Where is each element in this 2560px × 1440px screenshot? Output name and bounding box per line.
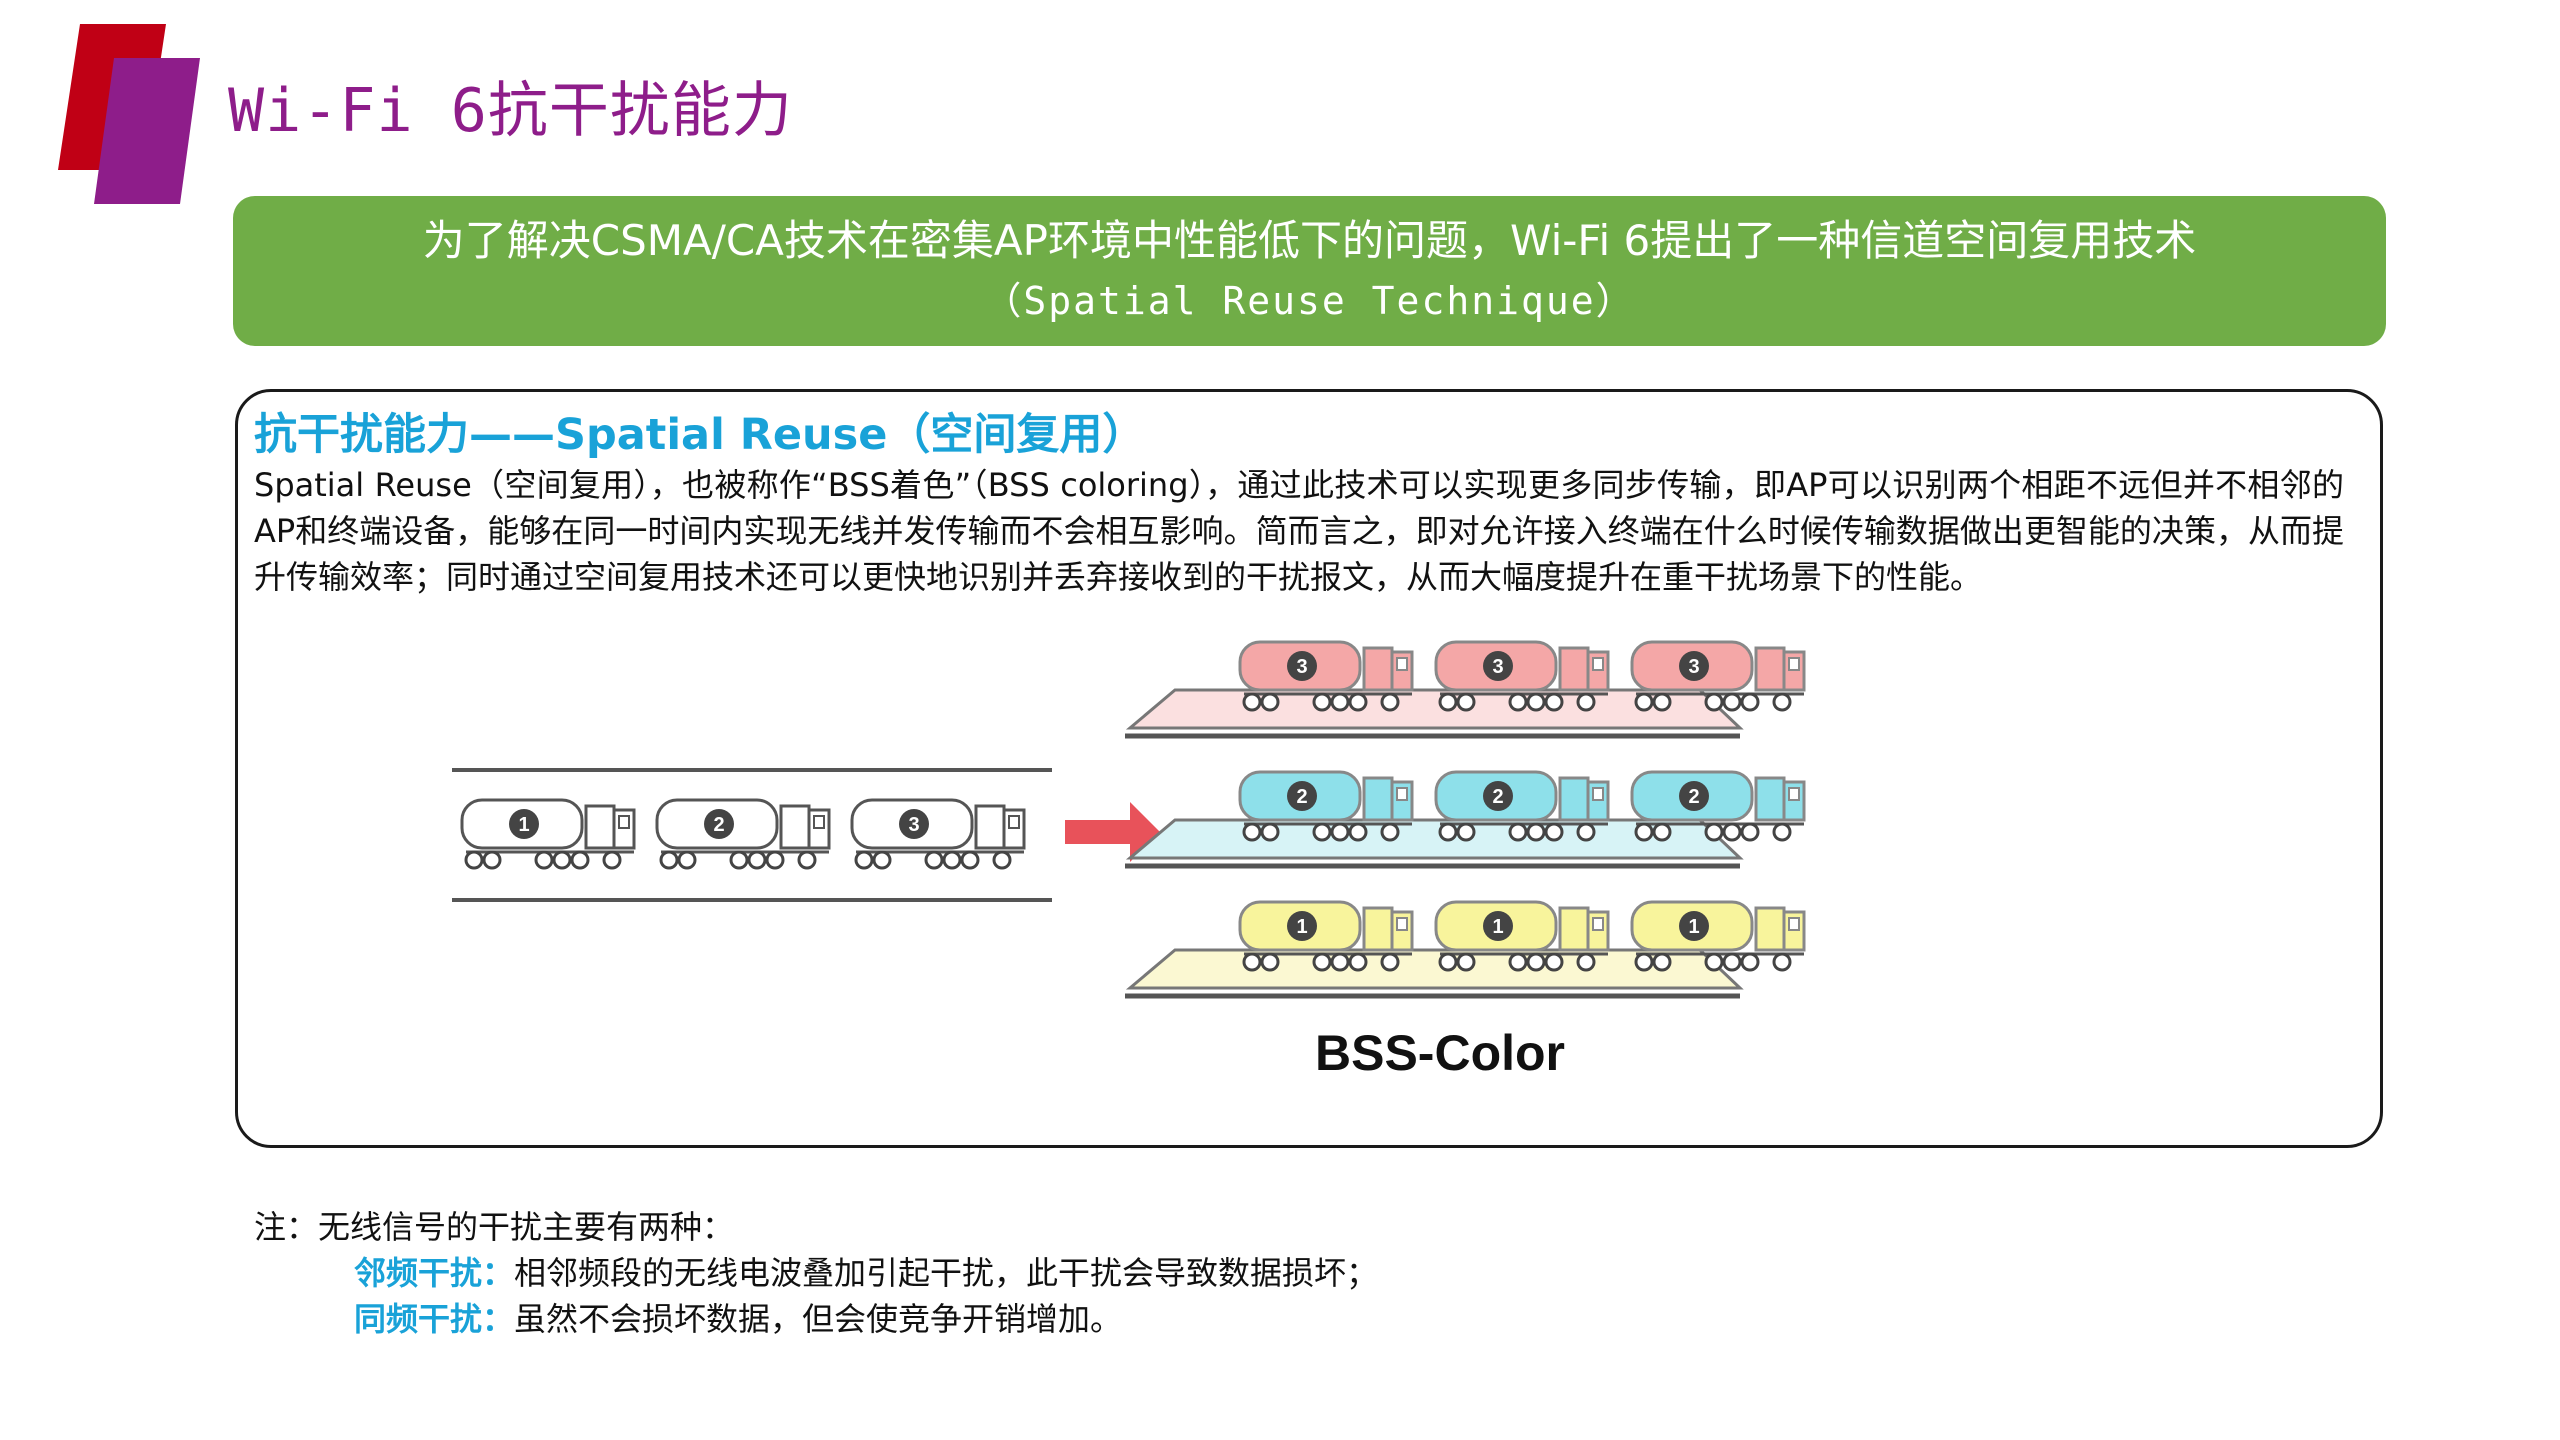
panel-heading: 抗干扰能力——Spatial Reuse（空间复用） (254, 410, 1146, 460)
notes-section: 注：无线信号的干扰主要有两种： 邻频干扰：相邻频段的无线电波叠加引起干扰，此干扰… (254, 1204, 1378, 1342)
truck-number: 3 (908, 814, 919, 836)
truck-number-badge: 3 (1679, 651, 1709, 681)
slide-title: Wi-Fi 6抗干扰能力 (228, 76, 793, 146)
truck-icon: 3 (850, 798, 1026, 870)
note-text: 虽然不会损坏数据，但会使竞争开销增加。 (514, 1300, 1123, 1338)
truck-icon: 2 (1434, 770, 1610, 842)
truck-icon: 2 (1630, 770, 1806, 842)
truck-number-badge: 1 (1483, 911, 1513, 941)
right-arrow-icon (1065, 802, 1160, 862)
truck-number: 1 (1688, 916, 1699, 938)
truck-number-badge: 1 (1287, 911, 1317, 941)
truck-icon: 2 (655, 798, 831, 870)
bss-color-diagram: 1 2 3 3 3 3 2 2 2 1 1 1 BSS-Color (452, 640, 1806, 1081)
truck-number: 2 (713, 814, 724, 836)
left-truck-group: 1 2 3 (460, 798, 1026, 870)
banner-line-2: （Spatial Reuse Technique） (983, 279, 1636, 323)
note-item-cochannel: 同频干扰：虽然不会损坏数据，但会使竞争开销增加。 (254, 1296, 1378, 1342)
truck-number-badge: 3 (899, 809, 929, 839)
truck-number-badge: 2 (1483, 781, 1513, 811)
notes-intro: 注：无线信号的干扰主要有两种： (254, 1208, 735, 1246)
truck-icon: 3 (1630, 640, 1806, 712)
bss-rows-group: 3 3 3 2 2 2 1 1 1 (1125, 640, 1806, 999)
bss-row-2: 2 2 2 (1125, 770, 1806, 869)
logo-mark (58, 24, 200, 204)
truck-icon: 1 (1238, 900, 1414, 972)
summary-banner: 为了解决CSMA/CA技术在密集AP环境中性能低下的问题，Wi-Fi 6提出了一… (233, 196, 2386, 346)
bss-row-1: 1 1 1 (1125, 900, 1806, 999)
truck-number: 3 (1688, 656, 1699, 678)
truck-number-badge: 2 (1287, 781, 1317, 811)
truck-number-badge: 3 (1287, 651, 1317, 681)
truck-icon: 3 (1434, 640, 1610, 712)
panel-body-text: Spatial Reuse（空间复用），也被称作“BSS着色”（BSS colo… (254, 466, 2344, 596)
truck-icon: 1 (460, 798, 636, 870)
truck-number: 1 (1296, 916, 1307, 938)
truck-number: 3 (1296, 656, 1307, 678)
truck-number: 2 (1296, 786, 1307, 808)
note-item-adjacent: 邻频干扰：相邻频段的无线电波叠加引起干扰，此干扰会导致数据损坏； (254, 1250, 1378, 1296)
note-text: 相邻频段的无线电波叠加引起干扰，此干扰会导致数据损坏； (514, 1254, 1379, 1292)
diagram-caption: BSS-Color (1315, 1025, 1565, 1081)
note-term: 同频干扰： (354, 1300, 515, 1338)
truck-number-badge: 2 (704, 809, 734, 839)
truck-number: 3 (1492, 656, 1503, 678)
truck-number-badge: 1 (1679, 911, 1709, 941)
truck-number-badge: 1 (509, 809, 539, 839)
truck-number: 2 (1492, 786, 1503, 808)
truck-number-badge: 3 (1483, 651, 1513, 681)
banner-line-1: 为了解决CSMA/CA技术在密集AP环境中性能低下的问题，Wi-Fi 6提出了一… (422, 216, 2197, 265)
truck-icon: 1 (1630, 900, 1806, 972)
truck-number: 1 (518, 814, 529, 836)
content-panel (235, 389, 2383, 1148)
truck-number: 2 (1688, 786, 1699, 808)
truck-icon: 3 (1238, 640, 1414, 712)
truck-icon: 2 (1238, 770, 1414, 842)
truck-icon: 1 (1434, 900, 1610, 972)
truck-number-badge: 2 (1679, 781, 1709, 811)
bss-row-3: 3 3 3 (1125, 640, 1806, 739)
note-term: 邻频干扰： (354, 1254, 515, 1292)
truck-number: 1 (1492, 916, 1503, 938)
